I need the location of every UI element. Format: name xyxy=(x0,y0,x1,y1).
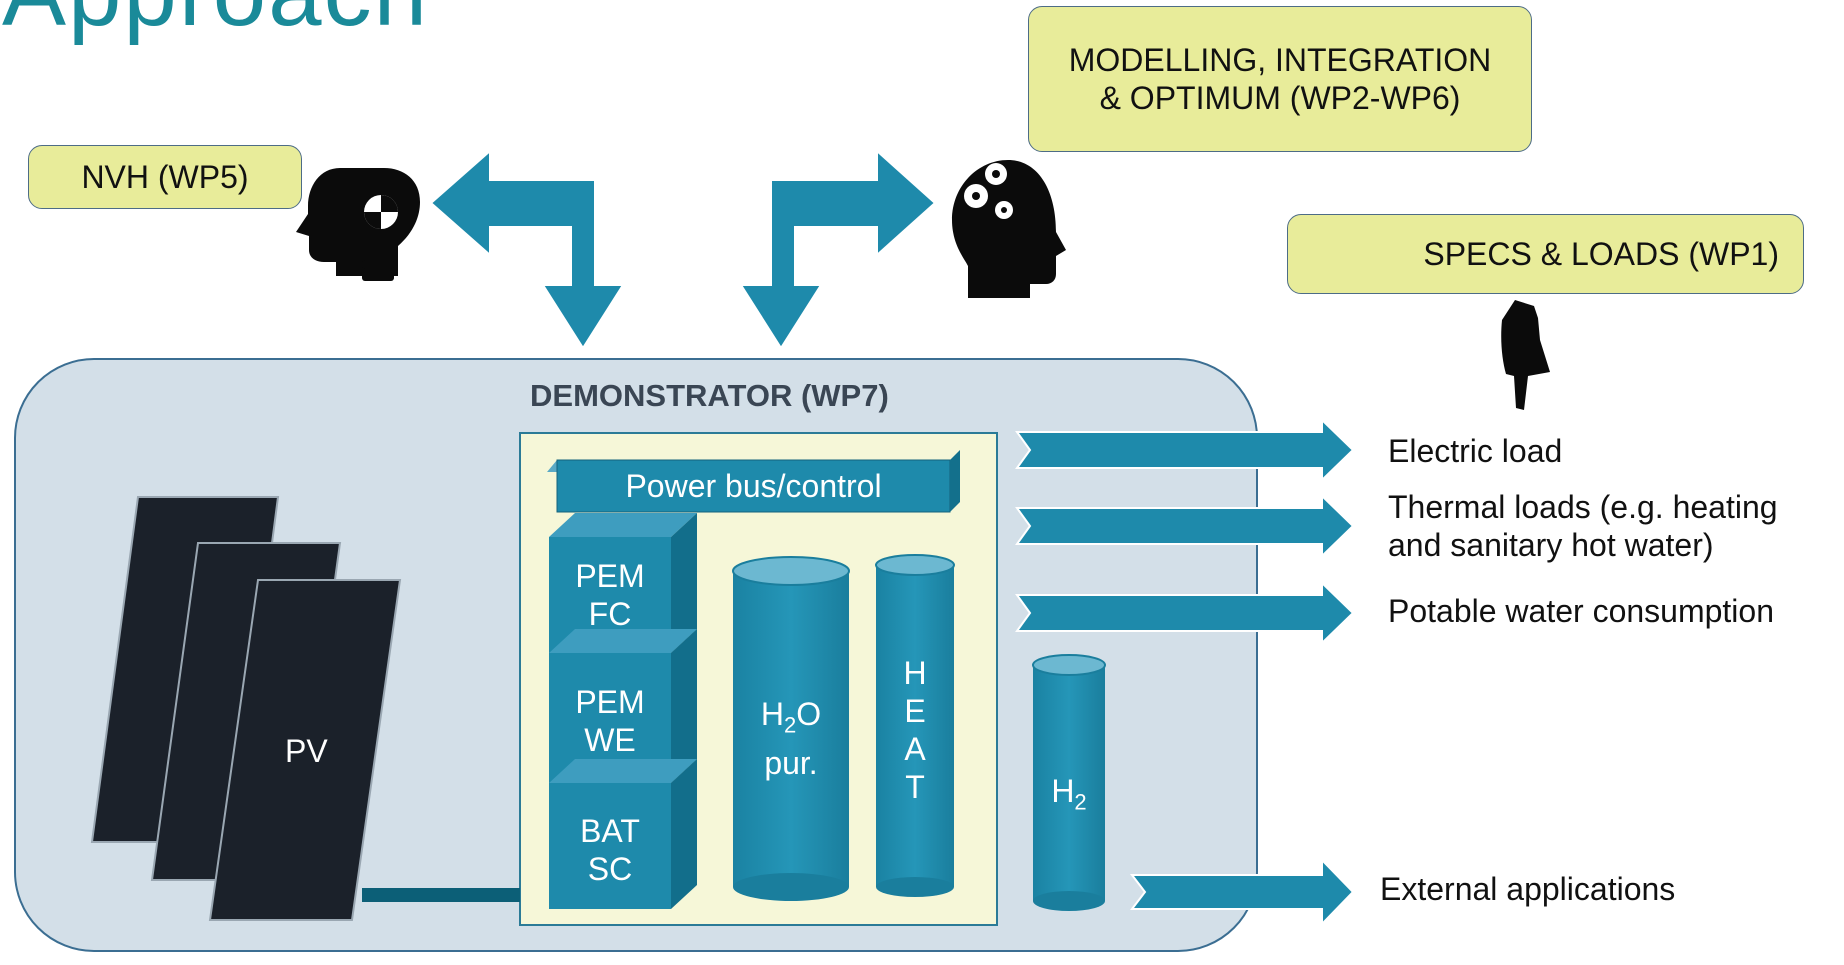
modelling-box: MODELLING, INTEGRATION & OPTIMUM (WP2-WP… xyxy=(1028,6,1532,152)
pv-panel-front xyxy=(208,579,402,921)
page-title-fragment: Approach xyxy=(2,0,429,48)
nvh-box: NVH (WP5) xyxy=(28,145,302,209)
pem-we-label: PEM WE xyxy=(549,683,671,759)
h2o-subscript: 2 xyxy=(783,712,797,738)
h2-cylinder xyxy=(1032,654,1106,911)
specs-box: SPECS & LOADS (WP1) xyxy=(1287,214,1804,294)
heat-label: H E A T xyxy=(876,654,954,806)
heat-letter-2: E xyxy=(904,693,926,729)
pointing-hand-icon xyxy=(1501,300,1550,410)
h2-h: H xyxy=(1051,773,1075,809)
nvh-label: NVH (WP5) xyxy=(81,159,249,195)
demonstrator-title: DEMONSTRATOR (WP7) xyxy=(530,378,889,413)
external-applications-arrow xyxy=(1129,857,1355,927)
bat-sc-label: BAT SC xyxy=(549,812,671,888)
nvh-link-arrow xyxy=(429,148,625,350)
heat-letter-4: T xyxy=(905,769,925,805)
h2o-purification-label: H2O pur. xyxy=(733,695,849,782)
pem-fc-label: PEM FC xyxy=(549,557,671,633)
h2o-line2: pur. xyxy=(764,745,818,782)
potable-water-label: Potable water consumption xyxy=(1388,593,1774,629)
potable-water-arrow xyxy=(1015,580,1355,646)
electric-load-label: Electric load xyxy=(1388,433,1563,469)
modelling-link-arrow xyxy=(739,148,937,350)
head-crash-dummy-icon xyxy=(296,168,420,281)
pem-we-line1: PEM xyxy=(575,684,645,720)
heat-letter-3: A xyxy=(904,731,926,767)
thermal-loads-label: Thermal loads (e.g. heating and sanitary… xyxy=(1388,488,1778,564)
h2-subscript: 2 xyxy=(1074,789,1087,815)
pv-connection-line xyxy=(362,888,520,902)
electric-load-arrow xyxy=(1015,417,1355,483)
power-bus-block xyxy=(547,450,960,513)
thermal-loads-arrow xyxy=(1015,493,1355,559)
specs-label: SPECS & LOADS (WP1) xyxy=(1423,236,1779,272)
h2o-o: O xyxy=(796,696,822,732)
bat-sc-cube xyxy=(549,759,697,909)
h2o-purification-cylinder xyxy=(732,556,850,901)
h2o-h: H xyxy=(760,696,784,732)
bat-sc-line1: BAT xyxy=(580,813,640,849)
external-applications-label: External applications xyxy=(1380,871,1676,907)
power-bus-label: Power bus/control xyxy=(625,468,882,504)
pem-fc-line2: FC xyxy=(588,596,632,632)
thermal-loads-line1: Thermal loads (e.g. heating xyxy=(1388,489,1778,525)
h2o-line1: H2O xyxy=(733,695,849,744)
head-gears-icon xyxy=(952,160,1066,298)
pem-we-line2: WE xyxy=(584,722,636,758)
heat-cylinder xyxy=(875,554,955,897)
pv-panels xyxy=(90,496,402,921)
page-title-text: Approach xyxy=(2,0,429,46)
h2-label: H2 xyxy=(1033,772,1105,821)
heat-letter-1: H xyxy=(903,655,927,691)
pv-label: PV xyxy=(285,733,328,769)
thermal-loads-line2: and sanitary hot water) xyxy=(1388,527,1714,563)
modelling-label-line2: & OPTIMUM (WP2-WP6) xyxy=(1099,80,1461,116)
modelling-label-line1: MODELLING, INTEGRATION xyxy=(1068,42,1492,78)
pem-fc-line1: PEM xyxy=(575,558,645,594)
bat-sc-line2: SC xyxy=(587,851,633,887)
